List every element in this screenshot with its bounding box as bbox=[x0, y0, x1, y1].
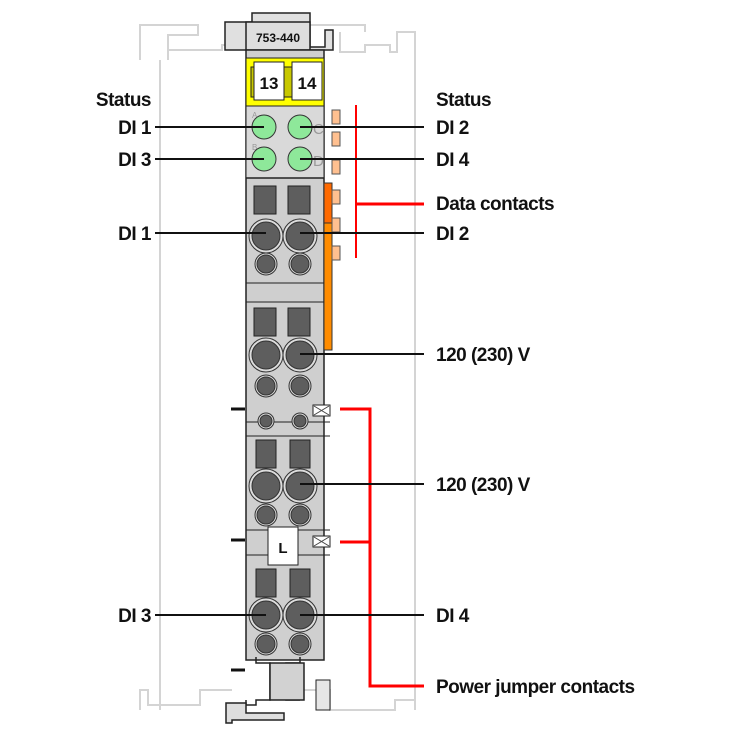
leader-lines bbox=[155, 126, 424, 616]
label-status-left: Status bbox=[96, 90, 151, 111]
label-conn-di3: DI 3 bbox=[118, 606, 151, 627]
label-led-di3: DI 3 bbox=[118, 150, 151, 171]
connector-group-4 bbox=[248, 568, 318, 656]
label-conn-di2: DI 2 bbox=[436, 224, 469, 245]
led-letter-a: A bbox=[252, 111, 258, 120]
label-voltage-2: 120 (230) V bbox=[436, 475, 531, 496]
label-voltage-1: 120 (230) V bbox=[436, 345, 531, 366]
bottom-release bbox=[269, 662, 305, 701]
label-conn-di1: DI 1 bbox=[118, 224, 152, 245]
bottom-foot bbox=[225, 702, 285, 724]
led-letter-c: C bbox=[313, 121, 324, 138]
connector-group-3 bbox=[248, 439, 318, 527]
label-led-di2: DI 2 bbox=[436, 118, 469, 139]
part-number: 753-440 bbox=[256, 31, 300, 45]
connector-group-1 bbox=[248, 185, 318, 276]
marker-14-text: 14 bbox=[298, 74, 317, 93]
marker-13 bbox=[253, 61, 285, 101]
label-led-di1: DI 1 bbox=[118, 118, 152, 139]
power-jumper-bracket bbox=[340, 407, 424, 688]
led-letter-d: D bbox=[313, 153, 324, 170]
label-data-contacts: Data contacts bbox=[436, 194, 554, 215]
label-conn-di4: DI 4 bbox=[436, 606, 470, 627]
data-contacts bbox=[323, 109, 341, 351]
label-led-di4: DI 4 bbox=[436, 150, 470, 171]
io-module: 753-440 13 14 A B C D bbox=[224, 12, 341, 724]
marker-13-text: 13 bbox=[260, 74, 279, 93]
bottom-foot-right bbox=[315, 679, 331, 711]
power-jumper-contact-1 bbox=[312, 404, 331, 417]
l-marker bbox=[267, 526, 299, 566]
connector-group-2 bbox=[248, 307, 318, 430]
led-letter-b: B bbox=[252, 143, 257, 152]
marker-14 bbox=[291, 61, 323, 101]
label-status-right: Status bbox=[436, 90, 491, 111]
power-jumper-contact-2 bbox=[312, 535, 331, 548]
label-power-jumper: Power jumper contacts bbox=[436, 677, 635, 698]
l-marker-text: L bbox=[278, 540, 287, 557]
